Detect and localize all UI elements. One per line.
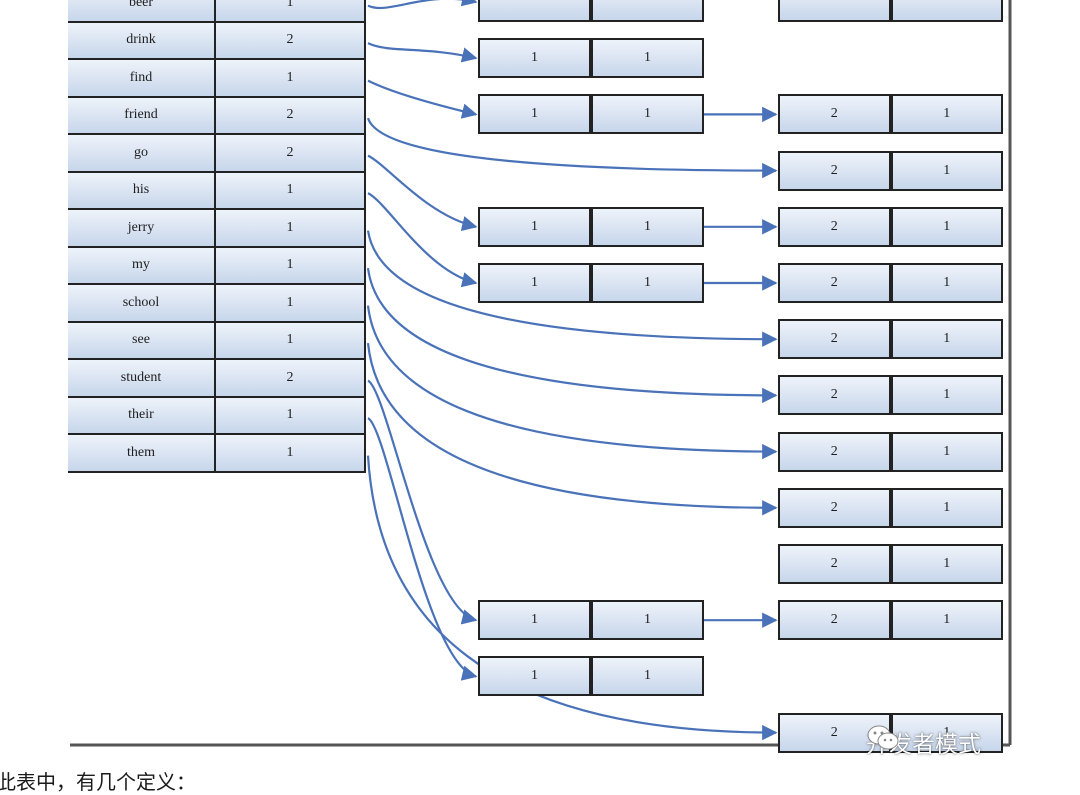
link-arrow — [366, 267, 778, 404]
link-arrow — [366, 117, 778, 179]
posting-doc-id-cell: 2 — [778, 150, 891, 191]
doc-frequency-cell: 1 — [216, 172, 366, 210]
link-arrow — [367, 379, 478, 625]
link-arrow — [367, 417, 478, 681]
term-cell: go — [68, 135, 216, 173]
link-arrow — [366, 230, 778, 347]
link-arrow — [366, 343, 778, 516]
term-cell: my — [68, 247, 216, 285]
posting-term-frequency-cell: 1 — [591, 600, 704, 641]
posting-doc-id-cell: 2 — [778, 319, 891, 360]
term-cell: school — [68, 285, 216, 323]
posting-doc-id-cell: 1 — [478, 206, 591, 247]
posting-term-frequency-cell: 1 — [890, 319, 1003, 360]
term-cell: them — [68, 435, 216, 473]
posting-doc-id-cell: 2 — [778, 431, 891, 472]
caption-text: 此表中，有几个定义： — [0, 770, 196, 794]
posting-term-frequency-cell: 1 — [890, 544, 1003, 584]
posting-doc-id-cell: 1 — [478, 94, 591, 135]
doc-frequency-cell: 2 — [216, 360, 366, 398]
posting-term-frequency-cell: 1 — [591, 206, 704, 247]
doc-frequency-cell: 1 — [216, 285, 366, 323]
posting-term-frequency-cell: 1 — [890, 263, 1003, 303]
wechat-icon — [867, 725, 899, 750]
doc-frequency-cell: 1 — [216, 247, 366, 285]
posting-term-frequency-cell: 1 — [591, 656, 704, 697]
link-arrow — [367, 192, 478, 288]
term-cell: his — [68, 172, 216, 210]
term-cell: jerry — [68, 210, 216, 248]
link-arrow — [367, 42, 478, 63]
watermark: 开发者模式 — [866, 724, 981, 760]
doc-frequency-cell: 1 — [216, 397, 366, 435]
link-arrow — [367, 0, 478, 10]
term-cell: their — [68, 397, 216, 435]
posting-term-frequency-cell — [591, 0, 704, 22]
posting-term-frequency-cell: 1 — [591, 94, 704, 135]
posting-term-frequency-cell: 1 — [890, 431, 1003, 472]
posting-term-frequency-cell: 1 — [890, 94, 1003, 135]
posting-term-frequency-cell: 1 — [890, 487, 1003, 528]
posting-doc-id-cell — [478, 0, 591, 22]
posting-doc-id-cell: 1 — [478, 263, 591, 303]
posting-doc-id-cell: 2 — [778, 94, 891, 135]
term-cell: beer — [68, 0, 216, 23]
term-cell: drink — [68, 22, 216, 60]
posting-term-frequency-cell: 1 — [591, 263, 704, 303]
posting-term-frequency-cell: 1 — [890, 375, 1003, 416]
posting-term-frequency-cell: 1 — [890, 712, 1003, 753]
posting-doc-id-cell: 1 — [478, 38, 591, 79]
link-arrow — [366, 455, 778, 741]
term-cell: student — [68, 360, 216, 398]
link-arrow — [367, 154, 478, 232]
link-arrow — [367, 79, 478, 119]
term-cell: find — [68, 60, 216, 98]
posting-term-frequency-cell: 1 — [890, 150, 1003, 191]
term-cell: see — [68, 322, 216, 360]
doc-frequency-cell: 1 — [216, 60, 366, 98]
posting-doc-id-cell: 1 — [478, 656, 591, 697]
posting-doc-id-cell: 2 — [778, 206, 891, 247]
doc-frequency-cell: 2 — [216, 97, 366, 135]
doc-frequency-cell: 2 — [216, 135, 366, 173]
posting-doc-id-cell: 2 — [778, 487, 891, 528]
posting-doc-id-cell — [778, 0, 891, 22]
doc-frequency-cell: 1 — [216, 0, 366, 23]
posting-term-frequency-cell: 1 — [591, 38, 704, 79]
posting-doc-id-cell: 2 — [778, 544, 891, 584]
posting-term-frequency-cell: 1 — [890, 600, 1003, 641]
posting-doc-id-cell: 2 — [778, 600, 891, 641]
posting-term-frequency-cell — [890, 0, 1003, 22]
posting-term-frequency-cell: 1 — [890, 206, 1003, 247]
posting-doc-id-cell: 2 — [778, 375, 891, 416]
posting-doc-id-cell: 2 — [778, 263, 891, 303]
doc-frequency-cell: 1 — [216, 435, 366, 473]
term-cell: friend — [68, 97, 216, 135]
doc-frequency-cell: 1 — [216, 210, 366, 248]
link-arrow — [366, 305, 778, 460]
doc-frequency-cell: 1 — [216, 322, 366, 360]
doc-frequency-cell: 2 — [216, 22, 366, 60]
posting-doc-id-cell: 1 — [478, 600, 591, 641]
